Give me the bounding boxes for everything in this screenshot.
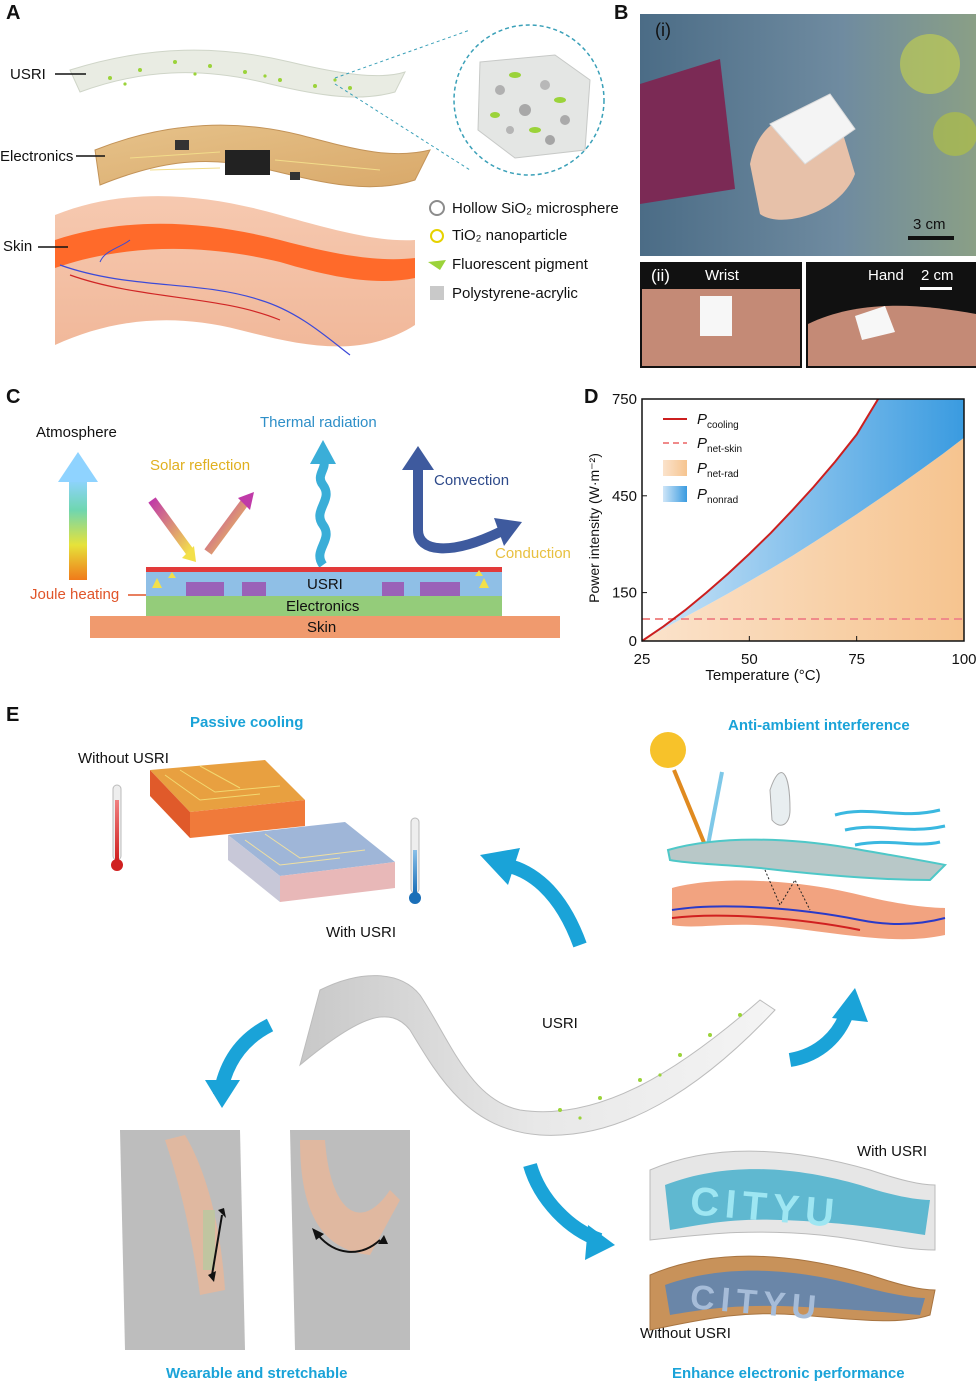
label-skin: Skin xyxy=(3,238,33,255)
wrist-patch xyxy=(700,296,732,336)
hand-patch xyxy=(855,306,895,340)
panel-label-b: B xyxy=(614,2,629,24)
title-anti-ambient: Anti-ambient interference xyxy=(728,717,910,734)
y-tick-label: 150 xyxy=(612,585,637,602)
label-convection: Convection xyxy=(434,472,510,489)
scale-label-bottom: 2 cm xyxy=(921,267,954,284)
figure-2-arm xyxy=(300,1140,400,1255)
title-passive-cooling: Passive cooling xyxy=(190,714,304,731)
scale-bar-bottom xyxy=(920,287,952,290)
panel-label-e: E xyxy=(6,704,20,726)
solar-in-arrow xyxy=(148,497,194,555)
legend-label-sio2: Hollow SiO₂ microsphere xyxy=(452,200,619,217)
solar-out-arrow xyxy=(204,499,249,555)
legend-label-pigment: Fluorescent pigment xyxy=(452,256,588,273)
purple-sign xyxy=(640,59,735,204)
figure-1-torso xyxy=(120,1130,245,1350)
label-c-electronics: Electronics xyxy=(286,598,360,615)
title-enhance: Enhance electronic performance xyxy=(672,1365,905,1382)
legend-label-p-net-skin: Pnet-skin xyxy=(697,435,742,455)
sub-label-i: (i) xyxy=(655,20,671,40)
water-splash xyxy=(769,772,791,826)
plot-frame xyxy=(641,398,965,642)
y-tick-label: 0 xyxy=(629,633,637,650)
anti-ambient-skin xyxy=(672,880,945,940)
usri-film xyxy=(69,49,406,98)
c-skin-layer xyxy=(90,616,560,638)
sub-label-ii: (ii) xyxy=(651,266,670,285)
label-without-usri-2: Without USRI xyxy=(640,1325,731,1342)
label-c-usri: USRI xyxy=(307,576,343,593)
atmosphere-arrow xyxy=(69,480,87,580)
legend-swatch-nonrad xyxy=(663,486,687,502)
legend-label-p-net-rad: Pnet-rad xyxy=(697,460,739,480)
panel-label-c: C xyxy=(6,386,21,408)
label-with-usri-2: With USRI xyxy=(857,1143,928,1160)
legend-label-tio2: TiO₂ nanoparticle xyxy=(452,227,568,244)
panel-label-a: A xyxy=(6,2,21,24)
x-tick-label: 25 xyxy=(634,651,651,668)
legend-label-p-nonrad: Pnonrad xyxy=(697,486,738,506)
panel-e-illustration: CITYU CITYU xyxy=(111,732,948,1350)
label-usri: USRI xyxy=(10,66,46,83)
label-solar-reflection: Solar reflection xyxy=(150,457,251,474)
x-tick-label: 100 xyxy=(951,651,976,668)
usri-sample xyxy=(769,93,856,165)
c-chips xyxy=(186,582,460,596)
arrow-to-cooling xyxy=(503,858,587,948)
label-without-usri-1: Without USRI xyxy=(78,750,169,767)
panel-c-diagram xyxy=(58,440,560,638)
y-tick-label: 450 xyxy=(612,488,637,505)
area-nonrad xyxy=(642,399,964,641)
label-joule-heating: Joule heating xyxy=(30,586,120,603)
label-with-usri-1: With USRI xyxy=(326,924,397,941)
label-thermal-radiation: Thermal radiation xyxy=(260,414,377,431)
scale-bar-top xyxy=(908,236,954,240)
label-electronics: Electronics xyxy=(0,148,74,165)
title-wearable: Wearable and stretchable xyxy=(166,1365,348,1382)
skin-red-layer xyxy=(55,223,415,282)
chip xyxy=(225,150,270,175)
c-electronics-layer xyxy=(146,596,502,616)
ribbon-particles xyxy=(558,1013,742,1120)
scale-label-top: 3 cm xyxy=(913,216,946,233)
anti-ambient-device xyxy=(666,838,948,882)
x-axis-label: Temperature (°C) xyxy=(705,667,820,684)
legend-swatch-net-rad xyxy=(663,460,687,476)
legend-marker-sio2 xyxy=(429,200,445,216)
legend-marker-pigment xyxy=(428,260,446,270)
label-wrist: Wrist xyxy=(705,267,739,284)
zoom-particles xyxy=(490,72,570,145)
zoom-cube xyxy=(477,54,591,159)
x-tick-label: 75 xyxy=(848,651,865,668)
wind-icon xyxy=(834,808,946,847)
label-c-skin: Skin xyxy=(307,619,337,636)
legend-marker-tio2 xyxy=(430,229,444,243)
convection-arrow xyxy=(413,464,503,554)
usri-particles xyxy=(108,60,352,90)
thermal-radiation-arrow xyxy=(315,457,331,568)
photo-hand xyxy=(808,305,976,366)
panel-a-illustration xyxy=(38,24,605,356)
legend-label-acrylic: Polystyrene-acrylic xyxy=(452,285,578,302)
label-hand: Hand xyxy=(868,267,904,284)
label-conduction: Conduction xyxy=(495,545,571,562)
label-atmosphere: Atmosphere xyxy=(36,424,117,441)
board-without-usri xyxy=(150,760,305,812)
panel-b-photos xyxy=(640,14,976,368)
board-with-usri xyxy=(228,822,395,876)
usri-ribbon xyxy=(299,975,776,1136)
panel-label-d: D xyxy=(584,386,599,408)
label-center-usri: USRI xyxy=(542,1015,578,1032)
y-tick-label: 750 xyxy=(612,391,637,408)
sun-icon xyxy=(650,732,686,768)
line-cooling xyxy=(641,398,879,642)
legend-label-p-cooling: Pcooling xyxy=(697,411,739,431)
x-tick-label: 50 xyxy=(741,651,758,668)
area-net-rad xyxy=(642,437,964,641)
y-axis-label: Power intensity (W·m⁻²) xyxy=(586,453,602,603)
legend-marker-acrylic xyxy=(430,286,444,300)
